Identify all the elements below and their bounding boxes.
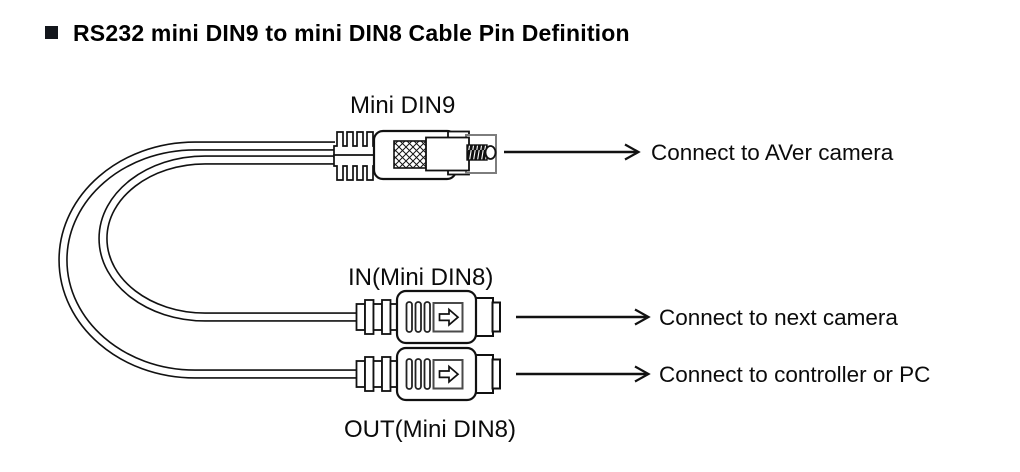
mini-din9-connector xyxy=(333,129,497,182)
din9-barrel xyxy=(425,136,470,172)
din9-screw-thread xyxy=(466,144,488,161)
section-title-row: RS232 mini DIN9 to mini DIN8 Cable Pin D… xyxy=(45,22,630,45)
cable-to-in-connector xyxy=(98,155,364,322)
din8-in-annotation: Connect to next camera xyxy=(659,305,898,330)
din9-label: Mini DIN9 xyxy=(350,92,455,119)
din8-in-connector xyxy=(355,289,502,345)
din9-annotation: Connect to AVer camera xyxy=(651,140,894,165)
page-title: RS232 mini DIN9 to mini DIN8 Cable Pin D… xyxy=(73,20,630,46)
din8-out-label: OUT(Mini DIN8) xyxy=(344,416,516,443)
right-arrow-open-head-icon xyxy=(624,143,641,161)
arrow-to-aver-camera xyxy=(504,143,641,161)
cable-to-out-connector xyxy=(58,141,364,379)
din9-screw-tip xyxy=(484,145,497,160)
din8-in-label: IN(Mini DIN8) xyxy=(348,264,493,291)
arrow-to-next-camera xyxy=(516,308,651,326)
right-arrow-open-head-icon xyxy=(634,308,651,326)
square-bullet-icon xyxy=(45,26,58,39)
din9-knurl-grip xyxy=(393,140,430,169)
right-arrow-open-head-icon xyxy=(634,365,651,383)
din8-out-connector xyxy=(355,346,502,402)
din8-out-annotation: Connect to controller or PC xyxy=(659,362,930,387)
arrow-to-controller-pc xyxy=(516,365,651,383)
